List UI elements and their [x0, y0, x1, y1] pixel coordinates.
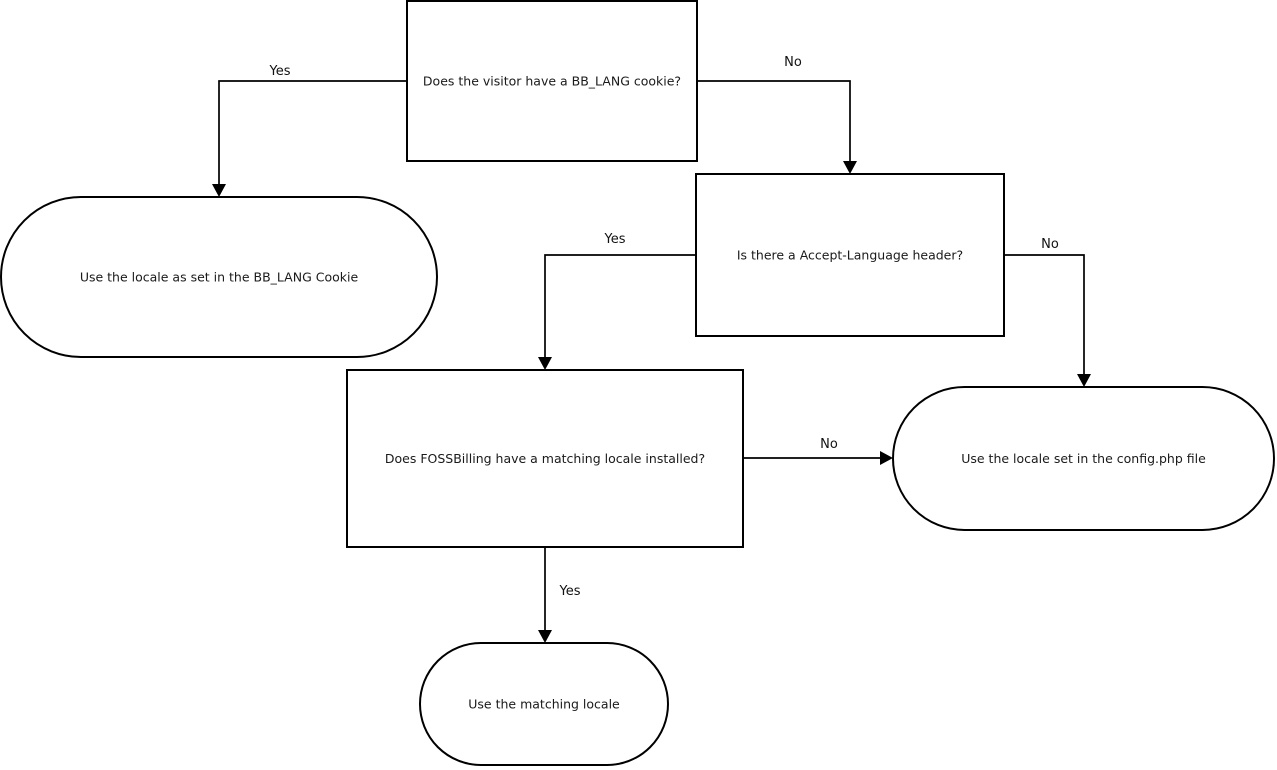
edge-accept-yes [538, 254, 696, 370]
arrowhead-cookie-no [843, 161, 857, 174]
node-shape-matching-locale-check [346, 369, 744, 548]
node-use-matching-locale[interactable]: Use the matching locale [419, 642, 669, 766]
node-label-use-config-locale: Use the locale set in the config.php fil… [961, 451, 1206, 466]
edge-accept-no [1004, 254, 1091, 387]
arrowhead-matching-yes [538, 630, 552, 643]
node-label-use-matching-locale: Use the matching locale [468, 697, 620, 712]
node-shape-cookie-check [406, 0, 698, 162]
node-accept-language-check[interactable]: Is there a Accept-Language header? [695, 173, 1005, 337]
arrowhead-matching-no [880, 451, 893, 465]
node-use-config-locale[interactable]: Use the locale set in the config.php fil… [892, 386, 1275, 531]
edge-label-cookie-no: No [784, 55, 802, 70]
node-label-cookie-check: Does the visitor have a BB_LANG cookie? [423, 74, 681, 89]
edges-layer [212, 80, 1091, 643]
node-label-matching-locale-check: Does FOSSBilling have a matching locale … [385, 451, 705, 466]
edge-cookie-yes [212, 80, 407, 197]
edge-label-cookie-yes: Yes [269, 64, 291, 79]
edge-line-cookie-yes [218, 80, 407, 189]
arrowhead-accept-yes [538, 357, 552, 370]
node-shape-use-config-locale [892, 386, 1275, 531]
node-matching-locale-check[interactable]: Does FOSSBilling have a matching locale … [346, 369, 744, 548]
node-use-cookie-locale[interactable]: Use the locale as set in the BB_LANG Coo… [0, 196, 438, 358]
edge-label-accept-yes: Yes [604, 232, 626, 247]
node-shape-use-matching-locale [419, 642, 669, 766]
edge-line-accept-yes [544, 254, 696, 362]
edge-label-matching-no: No [820, 437, 838, 452]
node-label-accept-language-check: Is there a Accept-Language header? [737, 248, 963, 263]
edge-cookie-no [697, 80, 857, 174]
edge-label-matching-yes: Yes [559, 584, 581, 599]
arrowhead-accept-no [1077, 374, 1091, 387]
node-shape-accept-language-check [695, 173, 1005, 337]
edge-matching-no [743, 451, 893, 465]
node-label-use-cookie-locale: Use the locale as set in the BB_LANG Coo… [80, 270, 359, 285]
node-cookie-check[interactable]: Does the visitor have a BB_LANG cookie? [406, 0, 698, 162]
edge-matching-yes [538, 547, 552, 643]
edge-line-cookie-no [697, 80, 851, 166]
node-shape-use-cookie-locale [0, 196, 438, 358]
arrowhead-cookie-yes [212, 184, 226, 197]
edge-line-accept-no [1004, 254, 1085, 379]
edge-label-accept-no: No [1041, 237, 1059, 252]
